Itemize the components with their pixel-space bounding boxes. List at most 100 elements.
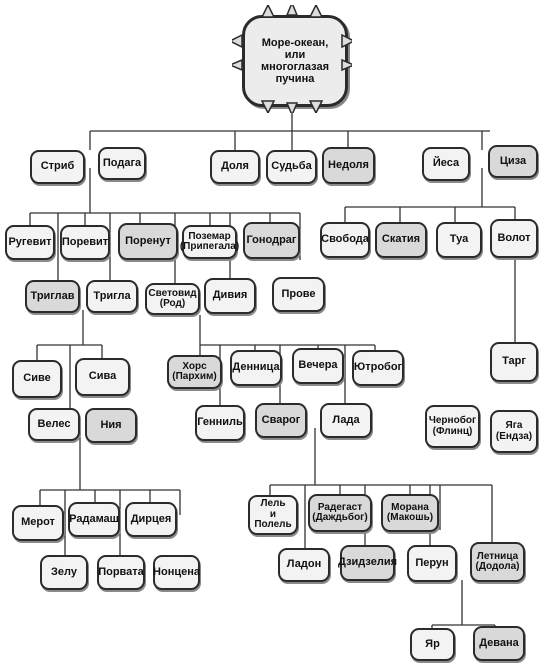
node-label: Волот <box>497 231 531 244</box>
node-trigla: Тригла <box>86 280 138 313</box>
node-veles: Велес <box>28 408 80 441</box>
node-label: Туа <box>449 233 469 246</box>
node-label: Скатия <box>381 233 421 246</box>
node-svetovid: Световид (Род) <box>145 283 200 315</box>
node-yar: Яр <box>410 628 455 661</box>
node-porvata: Порвата <box>97 555 145 590</box>
node-label: Циза <box>499 154 527 167</box>
node-label: Морана (Макошь) <box>386 501 434 523</box>
node-label: Чернобог (Флинц) <box>428 415 477 437</box>
node-lada: Лада <box>320 403 372 438</box>
node-label: Йеса <box>432 157 460 170</box>
node-dennitsa: Денница <box>230 350 282 386</box>
node-pozemar: Поземар (Припегала) <box>179 225 240 259</box>
node-label: Сива <box>88 370 117 383</box>
node-label: Дзидзелия <box>337 556 398 569</box>
node-dolya: Доля <box>210 150 260 184</box>
node-svoba: Свобода <box>320 222 370 258</box>
node-label: Зелу <box>51 565 77 578</box>
node-svarog: Сварог <box>255 403 307 438</box>
node-dirtseya: Дирцея <box>125 502 177 537</box>
node-label: Лель и Полель <box>254 498 292 531</box>
node-label: Стриб <box>40 160 75 173</box>
node-vechera: Вечера <box>292 348 344 384</box>
node-label: Световид (Род) <box>148 287 197 309</box>
node-label: Свобода <box>321 233 369 246</box>
node-nedolya: Недоля <box>322 147 375 184</box>
node-merot: Мерот <box>12 505 64 541</box>
node-label: Прове <box>281 287 316 300</box>
node-sive: Сиве <box>12 360 62 398</box>
node-label: Яр <box>425 637 440 650</box>
node-porevit: Поревит <box>60 225 110 260</box>
node-label: Вечера <box>298 359 338 372</box>
root-node-sea-ocean: Море-океан, или многоглазая пучина <box>242 15 348 107</box>
node-label: Ругевит <box>8 235 52 248</box>
node-label: Летница (Додола) <box>475 550 520 572</box>
node-khors: Хорс (Пархим) <box>167 355 222 389</box>
node-label: Ния <box>100 418 122 431</box>
node-label: Поренут <box>125 234 171 247</box>
node-gennil: Генниль <box>195 405 245 441</box>
node-label: Дирцея <box>130 512 172 525</box>
node-targ: Тарг <box>490 342 538 382</box>
root-spikes <box>232 5 352 113</box>
node-diviya: Дивия <box>204 278 256 314</box>
node-triglav: Триглав <box>25 280 80 313</box>
root-label: Море-океан, или многоглазая пучина <box>260 36 330 86</box>
node-label: Денница <box>232 361 280 374</box>
node-label: Генниль <box>197 416 243 429</box>
node-label: Триглав <box>30 289 75 302</box>
node-label: Поревит <box>61 235 109 248</box>
node-nontsena: Нонцена <box>153 555 200 590</box>
node-lel: Лель и Полель <box>248 495 298 535</box>
node-label: Яга (Ендза) <box>495 420 533 442</box>
node-label: Недоля <box>328 158 369 171</box>
node-perun: Перун <box>407 545 457 582</box>
node-chernobog: Чернобог (Флинц) <box>425 405 480 448</box>
node-label: Радегаст (Даждьбог) <box>312 501 368 523</box>
node-gonodrag: Гонодраг <box>243 222 300 259</box>
node-porenut: Поренут <box>118 223 178 260</box>
node-label: Нонцена <box>153 565 200 578</box>
node-label: Судьба <box>271 160 312 173</box>
node-label: Гонодраг <box>246 233 297 246</box>
node-label: Доля <box>221 160 249 173</box>
node-siva: Сива <box>75 358 130 396</box>
node-dzidzeliya: Дзидзелия <box>337 545 398 581</box>
node-label: Перун <box>415 556 449 569</box>
node-tsiza: Циза <box>488 145 538 178</box>
node-niya: Ния <box>85 408 137 443</box>
node-label: Девана <box>479 636 519 649</box>
node-volot: Волот <box>490 219 538 258</box>
node-label: Хорс (Пархим) <box>172 360 217 382</box>
node-label: Мерот <box>21 516 55 529</box>
node-devana: Девана <box>473 626 525 661</box>
node-label: Радамаш <box>69 512 119 525</box>
node-skatiya: Скатия <box>375 222 427 258</box>
node-label: Порвата <box>98 565 144 578</box>
node-podaga: Подага <box>98 147 146 180</box>
node-label: Велес <box>37 417 71 430</box>
node-yesa: Йеса <box>422 147 470 181</box>
node-strib: Стриб <box>30 150 85 184</box>
node-prove: Прове <box>272 277 325 312</box>
node-zelu: Зелу <box>40 555 88 590</box>
node-label: Ютробог <box>353 361 403 374</box>
node-radegast: Радегаст (Даждьбог) <box>308 494 372 532</box>
node-morana: Морана (Макошь) <box>381 494 439 532</box>
node-sudba: Судьба <box>266 150 317 184</box>
node-letnitsa: Летница (Додола) <box>470 542 525 582</box>
node-label: Сварог <box>261 413 301 426</box>
node-label: Поземар (Припегала) <box>179 230 240 252</box>
node-tua: Туа <box>436 222 482 258</box>
node-ladon: Ладон <box>278 548 330 582</box>
node-yutrobog: Ютробог <box>352 350 404 386</box>
node-rugevit: Ругевит <box>5 225 55 260</box>
node-label: Подага <box>102 156 142 169</box>
node-radamash: Радамаш <box>68 502 120 537</box>
node-label: Дивия <box>212 289 248 302</box>
node-yaga: Яга (Ендза) <box>490 410 538 453</box>
node-label: Лада <box>332 413 360 426</box>
node-label: Ладон <box>286 558 322 571</box>
